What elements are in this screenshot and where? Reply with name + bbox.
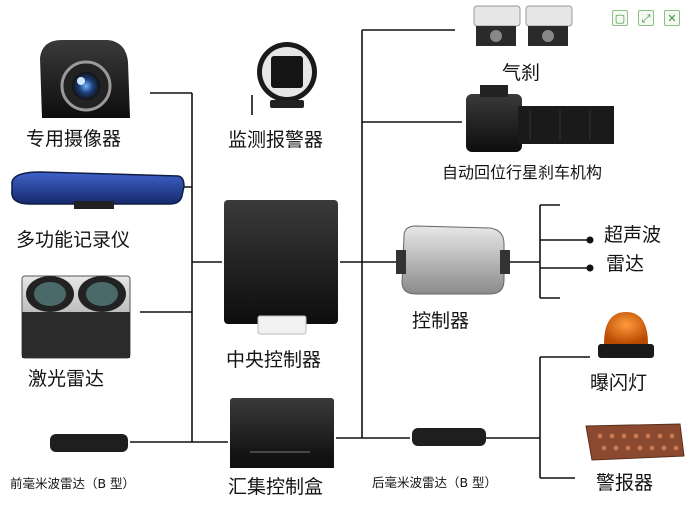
window-icon[interactable]: ▢ (612, 10, 628, 26)
multifunction-recorder-device (11, 171, 185, 209)
label-controller: 控制器 (412, 310, 470, 332)
label-air-brake: 气刹 (502, 62, 541, 84)
central-controller-device (224, 200, 338, 335)
controller-device (396, 225, 510, 295)
dedicated-camera-device (40, 40, 130, 118)
alarm-device (585, 423, 685, 461)
label-strobe-light: 曝闪灯 (590, 372, 648, 394)
expand-icon[interactable]: ⤢ (638, 10, 654, 26)
aggregation-box-device (230, 398, 334, 468)
laser-radar-device (21, 275, 131, 359)
label-aggregation-box: 汇集控制盒 (228, 476, 324, 498)
label-alarm: 警报器 (596, 472, 654, 494)
air-brake-device (473, 5, 573, 46)
label-rear-mmwave-radar: 后毫米波雷达（B 型） (372, 475, 498, 490)
label-ultrasonic-radar-2: 雷达 (606, 253, 645, 275)
label-dedicated-camera: 专用摄像器 (26, 128, 122, 150)
front-mmwave-radar-device (50, 434, 128, 452)
label-multifunction-recorder: 多功能记录仪 (16, 229, 131, 251)
ultrasonic-node-1 (586, 236, 594, 244)
label-ultrasonic-radar-1: 超声波 (604, 224, 662, 246)
planetary-brake-device (466, 85, 614, 152)
label-laser-radar: 激光雷达 (28, 368, 105, 390)
label-monitor-alarm: 监测报警器 (228, 129, 324, 151)
strobe-light-device (598, 312, 654, 358)
label-front-mmwave-radar: 前毫米波雷达（B 型） (10, 476, 136, 491)
monitor-alarm-device (257, 42, 317, 108)
label-planetary-brake: 自动回位行星刹车机构 (442, 163, 603, 182)
connection-lines (130, 29, 590, 479)
rear-mmwave-radar-device (412, 428, 486, 446)
label-central-controller: 中央控制器 (226, 349, 322, 371)
ultrasonic-node-2 (586, 264, 594, 272)
close-icon[interactable]: ✕ (664, 10, 680, 26)
